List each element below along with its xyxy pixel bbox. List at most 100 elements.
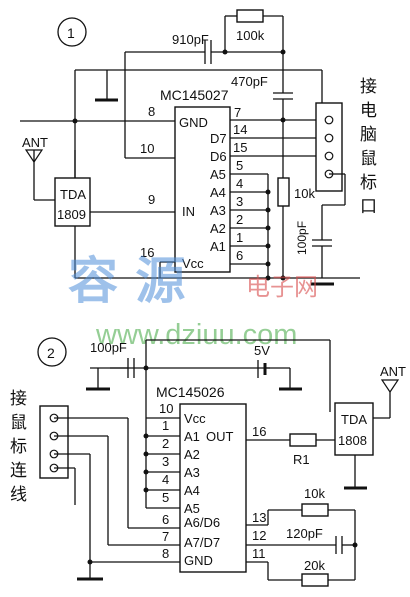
tda1809-line2: 1809 — [57, 207, 86, 222]
ic-mc145027-name: MC145027 — [160, 87, 229, 103]
watermark-sub: 电子网 — [246, 273, 318, 301]
c2-pin-num: 11 — [252, 546, 266, 561]
c1-pin-num: 10 — [140, 141, 154, 156]
supply-5v-label: 5V — [254, 343, 270, 358]
c2-pin-name: Vcc — [184, 411, 206, 426]
c2-pin-name: A5 — [184, 501, 200, 516]
c2-cn-label: 标 — [10, 437, 27, 457]
c1-pin-name: A4 — [210, 185, 226, 200]
c2-pin-num: 2 — [162, 436, 169, 451]
c2-pin-name: GND — [184, 553, 213, 568]
c1-pin-num: 2 — [236, 212, 243, 227]
c1-pin-name: A5 — [210, 167, 226, 182]
cap-100pf-c1-label: 100pF — [295, 221, 309, 255]
tda1808-line1: TDA — [341, 412, 367, 427]
c1-pin-num: 15 — [233, 140, 247, 155]
c1-pin-name: A3 — [210, 203, 226, 218]
cap-100pf-c2-label: 100pF — [90, 340, 127, 355]
res-10k-c2 — [301, 503, 329, 517]
c1-pin-name: A1 — [210, 239, 226, 254]
c1-pin-num: 5 — [236, 158, 243, 173]
res-10k-c1 — [277, 177, 290, 207]
c1-pin-name: A2 — [210, 221, 226, 236]
circuit2-number: 2 — [47, 345, 55, 361]
ant-1-label: ANT — [22, 135, 48, 150]
c2-pin-num: 16 — [252, 424, 266, 439]
c2-pin-num: 13 — [252, 510, 266, 525]
c1-cn-label: 脑 — [360, 125, 377, 145]
c1-pin-num: 7 — [234, 105, 241, 120]
connector-1-pin — [324, 151, 334, 161]
res-r1 — [289, 433, 317, 447]
c2-pin-name: A3 — [184, 465, 200, 480]
ic-mc145027 — [174, 106, 231, 273]
tda1809-box — [54, 177, 91, 227]
res-r1-label: R1 — [293, 452, 310, 467]
c1-cn-label: 口 — [360, 197, 377, 217]
tda1808-box — [334, 402, 374, 456]
ant-2-label: ANT — [380, 364, 406, 379]
c2-pin-num: 4 — [162, 472, 169, 487]
circuit1-number: 1 — [67, 25, 75, 41]
c1-pin-num: 16 — [140, 245, 154, 260]
watermark-url: www.dziuu.com — [95, 319, 297, 351]
c2-pin-num: 6 — [162, 512, 169, 527]
cap-120pf-label: 120pF — [286, 526, 323, 541]
res-20k — [301, 573, 329, 587]
c1-pin-num: 3 — [236, 194, 243, 209]
res-100k-top-label: 100k — [236, 28, 265, 43]
c1-pin-num: 4 — [236, 176, 243, 191]
cap-910pf-label: 910pF — [172, 32, 209, 47]
c2-cn-label: 线 — [10, 485, 27, 505]
c1-pin-num: 6 — [236, 248, 243, 263]
c2-pin-num: 5 — [162, 490, 169, 505]
c1-pin-name: D6 — [210, 149, 227, 164]
res-10k-c2-label: 10k — [304, 486, 325, 501]
c1-pin-name: GND — [179, 115, 208, 130]
c1-pin-num: 8 — [148, 104, 155, 119]
antenna-1-icon — [24, 149, 44, 175]
c1-cn-label: 标 — [360, 173, 377, 193]
c2-pin-name: A4 — [184, 483, 200, 498]
ic-mc145026 — [179, 403, 247, 573]
c1-cn-label: 接 — [360, 77, 377, 97]
connector-1-pin — [324, 133, 334, 143]
tda1809-line1: TDA — [60, 187, 86, 202]
antenna-2-icon — [380, 379, 400, 394]
res-20k-label: 20k — [304, 558, 325, 573]
res-10k-c1-label: 10k — [294, 186, 315, 201]
c1-pin-num: 9 — [148, 192, 155, 207]
c2-cn-label: 连 — [10, 461, 27, 481]
c1-pin-num: 14 — [233, 122, 247, 137]
c2-cn-label: 接 — [10, 389, 27, 409]
c2-pin-num: 1 — [162, 418, 169, 433]
cap-470pf-label: 470pF — [231, 74, 268, 89]
c1-pin-name: Vcc — [182, 256, 204, 271]
c2-pin-name: OUT — [206, 429, 234, 444]
c2-pin-num: 8 — [162, 546, 169, 561]
tda1808-line2: 1808 — [338, 433, 367, 448]
c2-pin-num: 12 — [252, 528, 266, 543]
cap-470pf — [273, 52, 293, 120]
c2-pin-num: 7 — [162, 529, 169, 544]
c1-pin-name: IN — [182, 204, 195, 219]
circuit1-top-rc — [125, 9, 286, 64]
ic-mc145026-name: MC145026 — [156, 384, 225, 400]
c2-pin-num: 10 — [159, 401, 173, 416]
c2-pin-name: A1 — [184, 429, 200, 444]
circuit1-number-circle — [57, 17, 87, 47]
c2-pin-name: A2 — [184, 447, 200, 462]
c1-cn-label: 鼠 — [360, 149, 377, 169]
circuit2-number-circle — [37, 337, 67, 367]
c1-pin-name: D7 — [210, 131, 227, 146]
c2-cn-label: 鼠 — [10, 413, 27, 433]
c1-cn-label: 电 — [360, 101, 377, 121]
connector-1-pin — [324, 115, 334, 125]
watermark-brand: 容 源 — [68, 252, 185, 310]
c2-pin-num: 3 — [162, 454, 169, 469]
c2-pin-name: A6/D6 — [184, 515, 220, 530]
c2-pin-name: A7/D7 — [184, 535, 220, 550]
c1-pin-num: 1 — [236, 230, 243, 245]
